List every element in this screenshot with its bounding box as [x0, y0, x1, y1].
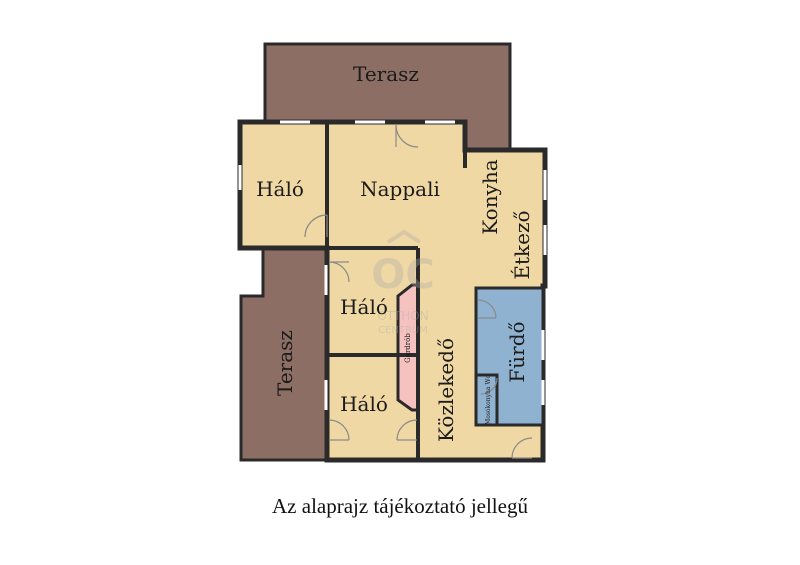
label-gardrob: Gardrób [404, 333, 412, 363]
door-swings [304, 124, 533, 459]
laundry-wc-floor [474, 373, 499, 427]
label-terasz-top: Terasz [353, 62, 419, 86]
label-halo-top: Háló [256, 177, 304, 201]
label-halo-bottom: Háló [340, 392, 388, 416]
label-terasz-left: Terasz [273, 330, 297, 396]
label-nappali: Nappali [360, 177, 440, 201]
watermark: OC OTTHON CENTRUM [371, 229, 435, 336]
apartment-floor [237, 119, 548, 463]
label-kozlekedo: Közlekedő [434, 338, 458, 442]
watermark-line1: OTTHON [377, 309, 428, 323]
label-konyha: Konyha [478, 159, 502, 235]
disclaimer-caption: Az alaprajz tájékoztató jellegű [272, 494, 528, 518]
label-furdo: Fürdő [505, 321, 529, 382]
windows [238, 120, 547, 410]
interior-walls [325, 122, 467, 460]
label-etkezo: Étkező [510, 210, 534, 279]
label-mosokonyha-wc: Mosókonyha Wc [485, 374, 492, 424]
label-halo-mid: Háló [340, 295, 388, 319]
watermark-line2: CENTRUM [378, 325, 428, 336]
watermark-mark: OC [371, 252, 434, 298]
